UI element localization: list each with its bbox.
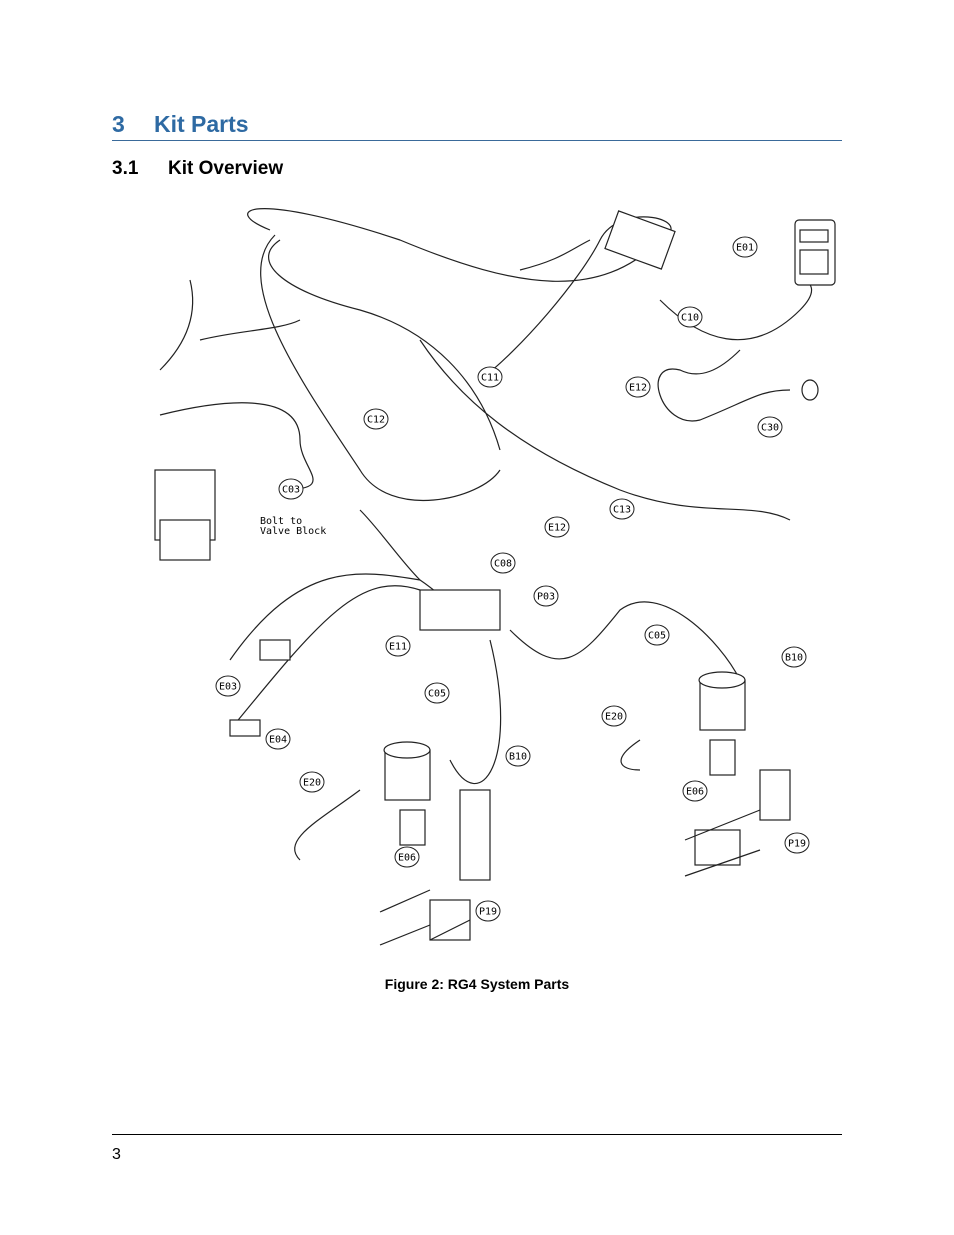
callout-group: E01C10E12C30C11C12C03C13E12C08P03E11C05E… [215, 236, 810, 922]
callout-bubble [424, 682, 450, 704]
callout-label: B10 [509, 752, 527, 763]
callout-label: E06 [398, 853, 416, 864]
callout-bubble [757, 416, 783, 438]
callout-bubble [394, 846, 420, 868]
footer-divider [112, 1134, 842, 1135]
callout-bubble [609, 498, 635, 520]
callout-label: E11 [389, 642, 407, 653]
callout-label: P03 [537, 592, 555, 603]
callout-label: E01 [736, 243, 754, 254]
callout-bubble [278, 478, 304, 500]
callout-label: C03 [282, 485, 300, 496]
subsection-number: 3.1 [112, 158, 139, 179]
callout-label: B10 [785, 653, 803, 664]
callout-label: E06 [686, 787, 704, 798]
callout-label: E12 [629, 383, 647, 394]
callout-bubble [265, 728, 291, 750]
parts-diagram: Bolt to Valve Block E01C10E12C30C11C12C0… [154, 208, 836, 946]
subsection-heading: 3.1 Kit Overview [112, 158, 283, 180]
callout-bubble [625, 376, 651, 398]
section-title: Kit Parts [154, 111, 249, 137]
callout-bubble [544, 516, 570, 538]
callout-bubble [682, 780, 708, 802]
callout-bubble [781, 646, 807, 668]
callout-bubble [784, 832, 810, 854]
callout-label: C05 [648, 631, 666, 642]
callout-label: C05 [428, 689, 446, 700]
callout-label: C13 [613, 505, 631, 516]
callout-label: E20 [605, 712, 623, 723]
callout-label: E03 [219, 682, 237, 693]
section-heading: 3 Kit Parts [112, 111, 842, 141]
figure-caption: Figure 2: RG4 System Parts [384, 976, 570, 992]
callout-bubble [601, 705, 627, 727]
callout-label: E20 [303, 778, 321, 789]
callout-bubble [477, 366, 503, 388]
callout-label: C08 [494, 559, 512, 570]
section-number: 3 [112, 111, 125, 137]
callout-label: C11 [481, 373, 499, 384]
callout-bubble [644, 624, 670, 646]
callout-label: P19 [788, 839, 806, 850]
callout-label: C10 [681, 313, 699, 324]
callout-bubble [299, 771, 325, 793]
callout-label: E12 [548, 523, 566, 534]
callout-bubble [490, 552, 516, 574]
callout-bubble [475, 900, 501, 922]
callout-bubble [385, 635, 411, 657]
callout-label: C12 [367, 415, 385, 426]
callout-bubble [533, 585, 559, 607]
callout-bubble [363, 408, 389, 430]
callout-label: E04 [269, 735, 287, 746]
page-number: 3 [112, 1146, 121, 1163]
note-line-1: Bolt to [260, 516, 302, 527]
callout-label: P19 [479, 907, 497, 918]
callout-bubble [732, 236, 758, 258]
callout-bubble [677, 306, 703, 328]
callout-bubble [215, 675, 241, 697]
callout-bubble [505, 745, 531, 767]
note-line-2: Valve Block [260, 526, 326, 537]
subsection-title: Kit Overview [168, 158, 284, 179]
callout-label: C30 [761, 423, 779, 434]
